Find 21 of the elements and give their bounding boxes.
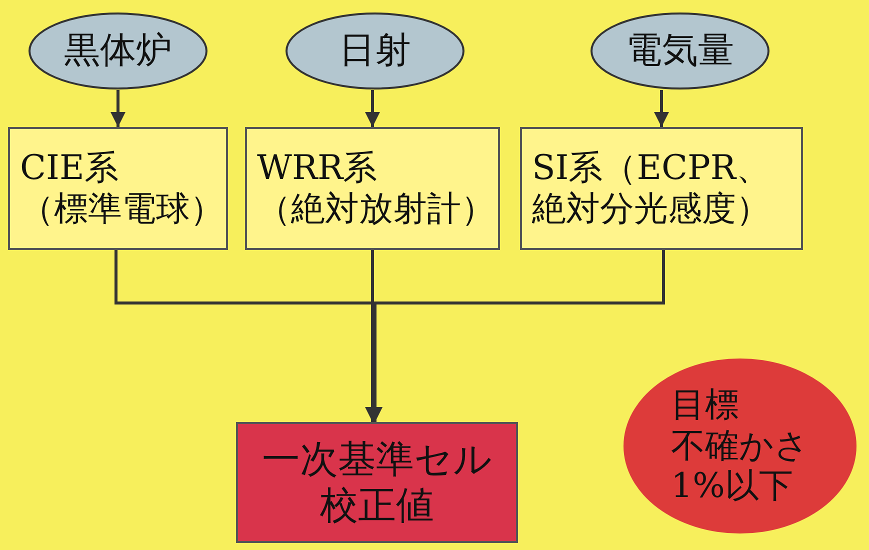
ellipse-node	[590, 12, 770, 90]
node-label: SI系（ECPR、絶対分光感度）	[532, 148, 772, 230]
node-label: 日射	[339, 29, 411, 73]
arrow	[110, 90, 126, 127]
process-box	[8, 127, 228, 250]
result-box	[236, 422, 518, 543]
node-label: 電気量	[626, 29, 734, 73]
target-text: 目標	[671, 384, 740, 426]
target-text: 不確かさ	[671, 426, 809, 466]
process-box	[520, 127, 803, 250]
node-label: WRR系（絶対放射計）	[257, 148, 495, 230]
arrow	[365, 90, 380, 127]
node-label: 一次基準セル校正値	[261, 436, 493, 528]
process-box	[245, 127, 500, 250]
target-circle	[622, 357, 858, 535]
target-text: 1%以下	[671, 466, 794, 508]
ellipse-node	[285, 12, 465, 90]
ellipse-node	[28, 12, 208, 90]
node-label: CIE系（標準電球）	[20, 148, 224, 230]
node-label: 黒体炉	[64, 29, 172, 73]
arrow	[654, 90, 669, 127]
